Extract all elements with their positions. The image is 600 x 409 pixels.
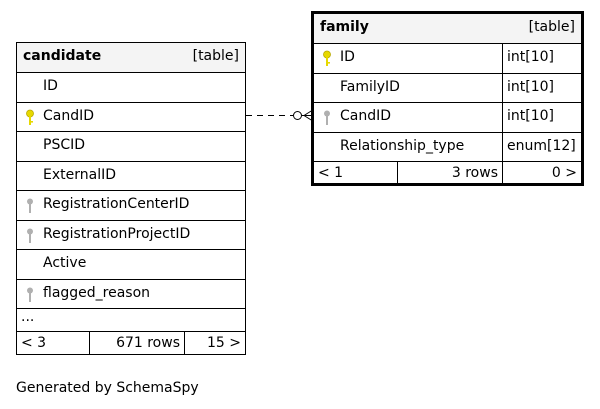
column-type-text: int[10] [507,108,554,124]
column-name: CandID [43,107,95,124]
table-family[interactable]: family [table] ID int[10] FamilyID int[1… [311,11,584,186]
table-kind: [table] [528,19,575,35]
column-name: Active [43,255,87,271]
column-row[interactable]: CandID [17,101,245,132]
more-columns-indicator: ... [17,308,245,331]
row-count-text: 671 rows [116,335,180,351]
column-type: int[10] [502,73,581,102]
column-name: flagged_reason [43,284,151,301]
column-type-text: int[10] [507,49,554,65]
column-name: FamilyID [340,78,400,95]
foreign-key-icon [27,287,33,302]
foreign-key-icon [27,228,33,243]
column-name: ExternalID [43,166,116,183]
column-row[interactable]: ID [17,72,245,102]
column-row[interactable]: CandID int[10] [314,102,581,132]
column-name: CandID [340,108,392,124]
column-row[interactable]: flagged_reason [17,278,245,309]
column-name: RegistrationCenterID [43,196,190,212]
column-type-text: int[10] [507,78,554,95]
row-count: 3 rows [397,162,502,185]
foreign-key-icon [324,110,330,125]
table-header: family [table] [314,14,581,43]
parents-count[interactable]: < 1 [314,162,397,185]
children-count-text: 15 > [207,335,241,351]
column-row[interactable]: FamilyID int[10] [314,72,581,102]
primary-key-icon [323,50,331,66]
column-name: RegistrationProjectID [43,225,191,242]
column-name: Relationship_type [340,137,465,154]
table-candidate[interactable]: candidate [table] ID CandID PSCID Extern… [16,42,246,355]
table-footer: < 1 3 rows 0 > [314,161,581,185]
table-header: candidate [table] [17,43,245,72]
parents-count[interactable]: < 3 [17,332,89,355]
column-row[interactable]: RegistrationCenterID [17,190,245,220]
column-row[interactable]: Relationship_type enum[12] [314,131,581,161]
generator-caption: Generated by SchemaSpy [16,380,199,396]
parents-count-text: < 1 [318,165,344,181]
table-footer: < 3 671 rows 15 > [17,331,245,355]
column-row[interactable]: Active [17,249,245,279]
column-type: int[10] [502,44,581,73]
table-name: family [320,19,369,35]
ellipsis-text: ... [21,309,35,325]
column-row[interactable]: ID int[10] [314,43,581,73]
column-row[interactable]: ExternalID [17,160,245,191]
children-count[interactable]: 15 > [184,332,245,355]
children-count[interactable]: 0 > [502,162,581,185]
column-type: int[10] [502,103,581,132]
column-name: ID [340,49,355,65]
column-type: enum[12] [502,132,581,161]
table-name: candidate [23,48,102,64]
table-kind: [table] [192,48,239,64]
row-count: 671 rows [89,332,184,355]
primary-key-icon [26,109,34,125]
column-row[interactable]: RegistrationProjectID [17,219,245,250]
foreign-key-icon [27,198,33,213]
children-count-text: 0 > [551,165,577,181]
parents-count-text: < 3 [21,335,47,351]
row-count-text: 3 rows [451,165,498,181]
column-type-text: enum[12] [507,137,576,154]
column-name: ID [43,78,58,94]
column-name: PSCID [43,137,86,153]
column-row[interactable]: PSCID [17,131,245,161]
